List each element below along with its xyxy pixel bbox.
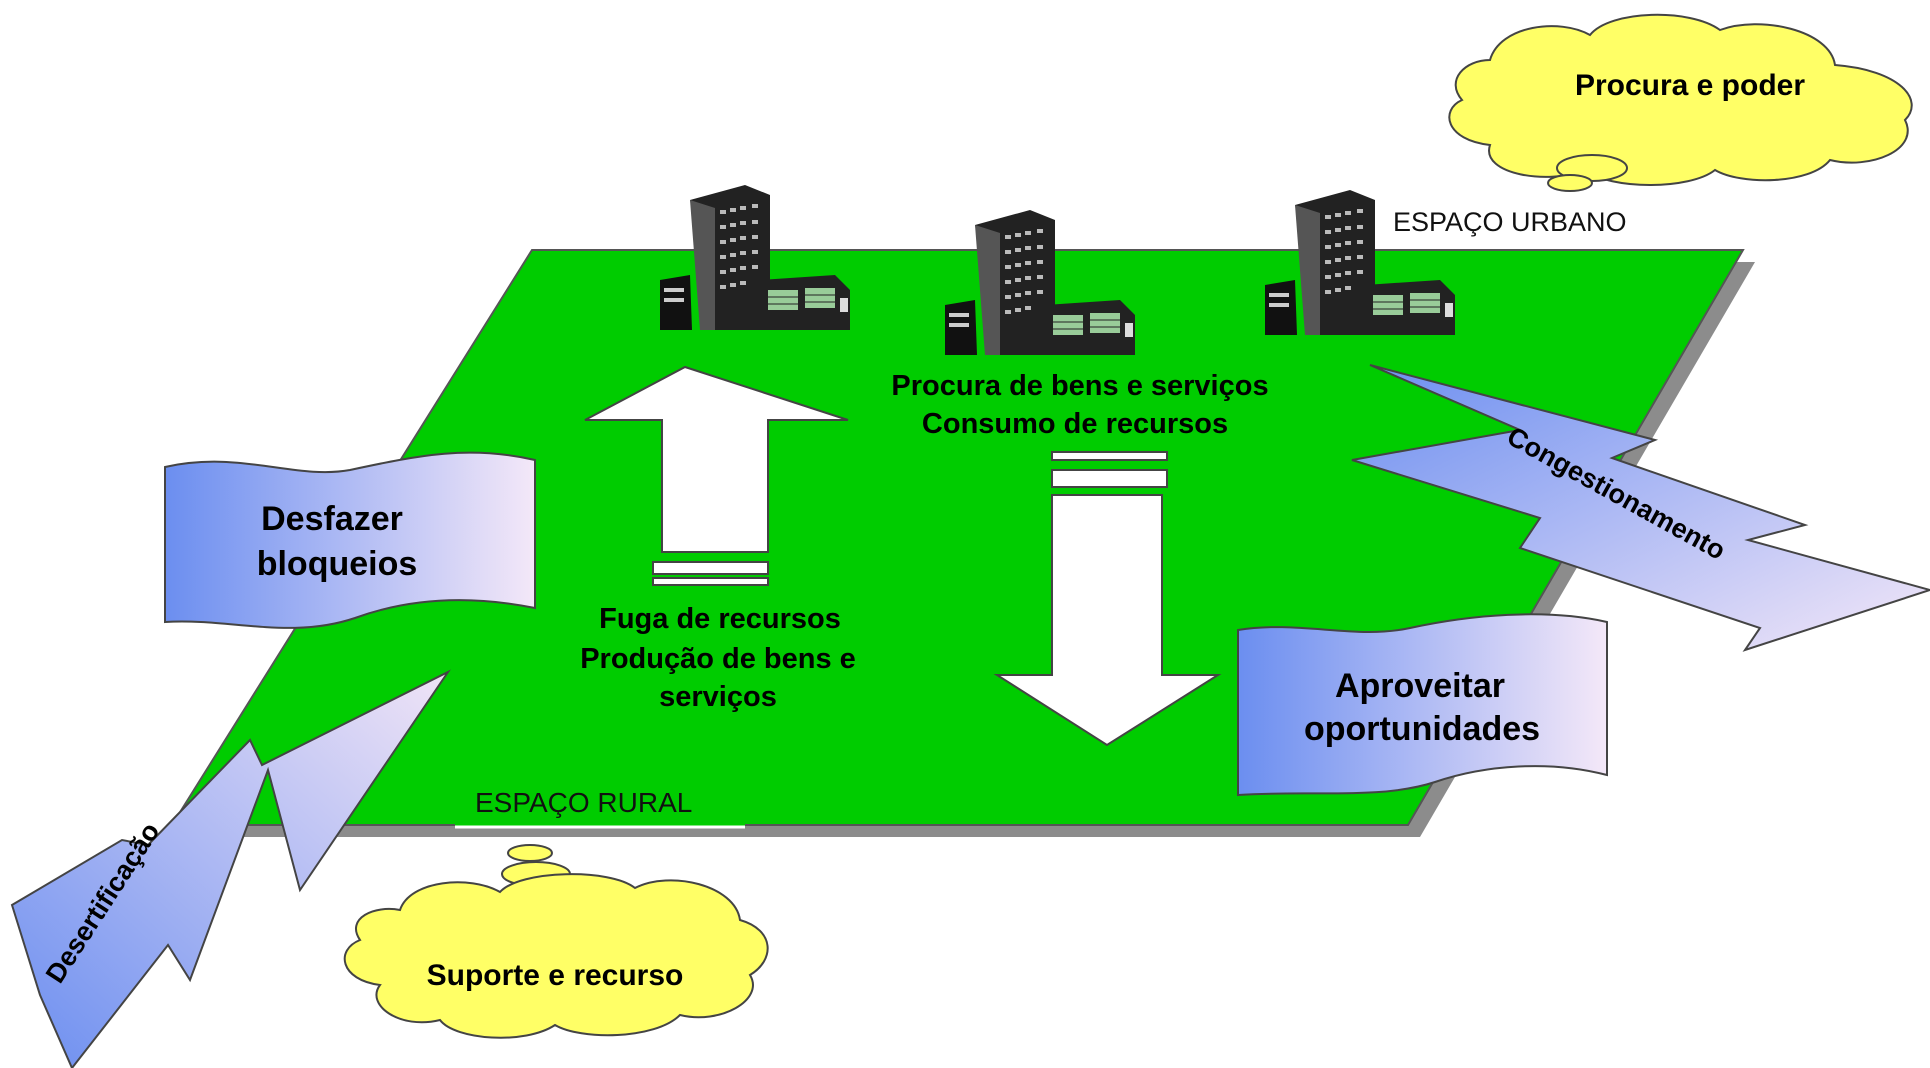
demand-text-line1: Procura de bens e serviços xyxy=(891,370,1268,402)
up-arrow xyxy=(584,365,849,586)
congestion-bolt xyxy=(1351,364,1930,652)
rural-space-label: ESPAÇO RURAL xyxy=(475,787,692,818)
rural-label-box xyxy=(455,780,745,828)
opportunities-text-line1: Aproveitar xyxy=(1335,667,1505,705)
unblock-banner xyxy=(164,451,536,629)
desertification-bolt xyxy=(10,669,451,1068)
opportunities-banner xyxy=(1237,613,1608,797)
support-resource-cloud xyxy=(343,844,769,1039)
demand-power-text: Procura e poder xyxy=(1575,69,1805,102)
urban-space-label: ESPAÇO URBANO xyxy=(1393,207,1627,237)
support-resource-text: Suporte e recurso xyxy=(427,959,684,992)
opportunities-text-line2: oportunidades xyxy=(1304,710,1540,748)
unblock-text-line1: Desfazer xyxy=(261,500,403,538)
demand-text-line2: Consumo de recursos xyxy=(922,408,1228,440)
flight-text-line3: serviços xyxy=(659,681,777,713)
demand-power-cloud xyxy=(1448,13,1913,192)
flight-text-line1: Fuga de recursos xyxy=(599,603,841,635)
down-arrow xyxy=(993,451,1222,747)
flight-text-line2: Produção de bens e xyxy=(580,643,856,675)
unblock-text-line2: bloqueios xyxy=(257,545,418,583)
urban-label-box xyxy=(1380,202,1680,248)
